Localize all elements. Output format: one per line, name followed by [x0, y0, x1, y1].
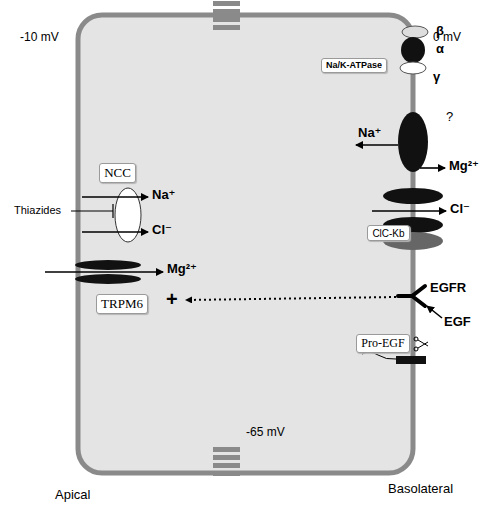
- box-text: Pro-EGF: [361, 337, 404, 350]
- box-text: TRPM6: [101, 297, 143, 311]
- box-text: NCC: [104, 166, 131, 180]
- ion-label: Na⁺: [358, 126, 381, 141]
- ion-label: Na⁺: [152, 188, 175, 203]
- ion-label: Cl⁻: [152, 223, 172, 238]
- question-mark: ?: [446, 110, 453, 125]
- side-label: Basolateral: [388, 482, 453, 497]
- subunit-label: α: [436, 42, 444, 57]
- drug-label: Thiazides: [14, 204, 61, 217]
- voltage-label: -65 mV: [246, 426, 285, 440]
- precursor-label-box: Pro-EGF: [356, 334, 410, 353]
- channel-label-box: TRPM6: [96, 294, 148, 314]
- voltage-label: -10 mV: [20, 31, 59, 45]
- ion-label: Cl⁻: [450, 202, 470, 217]
- box-text: Na/K-ATPase: [326, 61, 382, 71]
- subunit-label: γ: [433, 70, 440, 85]
- subunit-label: β: [436, 24, 444, 39]
- ligand-label: EGF: [444, 315, 471, 330]
- ion-label: Mg²⁺: [449, 159, 479, 174]
- pump-label-box: Na/K-ATPase: [321, 58, 387, 73]
- stimulation-sign: +: [166, 288, 178, 311]
- transporter-label-box: NCC: [99, 163, 136, 183]
- side-label: Apical: [55, 488, 90, 503]
- channel-label-box: ClC-Kb: [367, 225, 410, 241]
- ion-label: Mg²⁺: [167, 262, 197, 277]
- box-text: ClC-Kb: [372, 228, 404, 239]
- receptor-label: EGFR: [430, 281, 466, 296]
